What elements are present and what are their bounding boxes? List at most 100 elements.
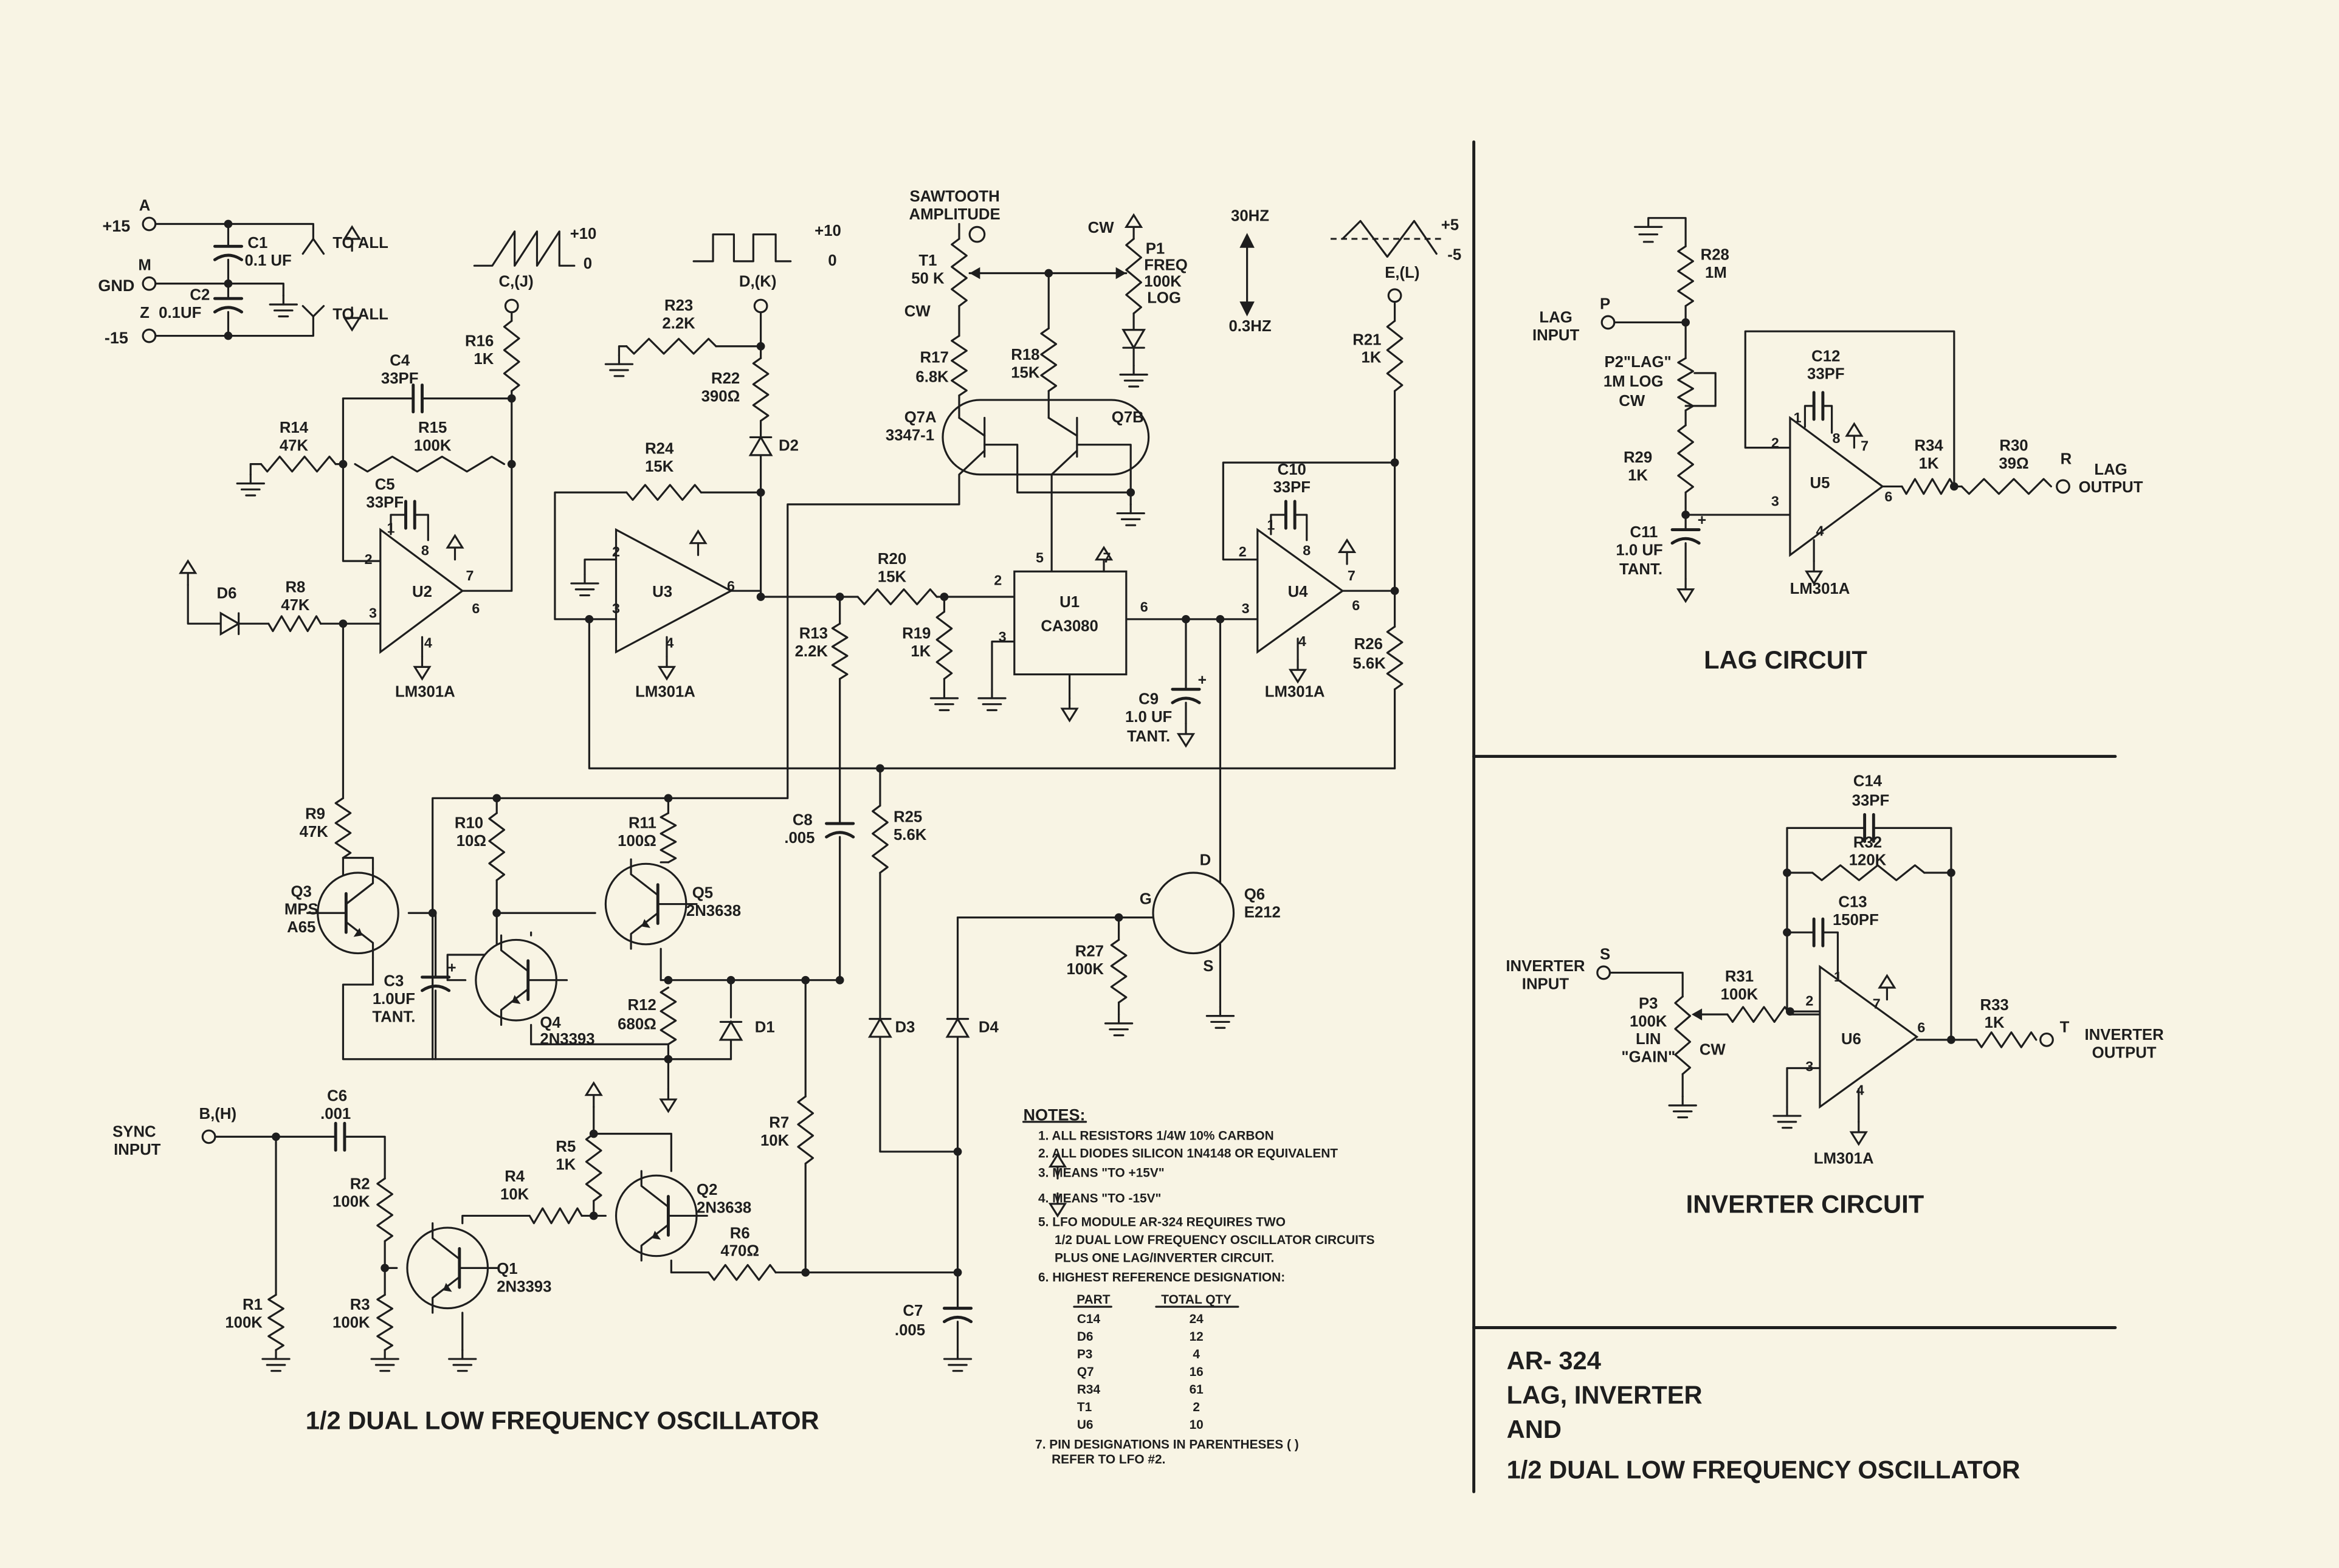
transistor-collector <box>432 1222 461 1260</box>
wire <box>1872 827 1952 1041</box>
label-waveforms-freq_lo: 0.3HZ <box>1228 318 1271 335</box>
label-lfo-u2-0: U2 <box>412 583 432 600</box>
label-lfo-r16-1: 1K <box>474 351 494 368</box>
ground-icon <box>1772 1106 1802 1129</box>
q1-transistor <box>406 1222 500 1314</box>
arrow-head <box>659 1098 678 1113</box>
part-cell: P3 <box>1077 1347 1093 1361</box>
q5-transistor <box>604 858 698 950</box>
emitter-arrow <box>511 995 521 1004</box>
arrow-head <box>1676 588 1695 603</box>
wire <box>804 1162 959 1274</box>
label-lfo-r26-1: 5.6K <box>1352 655 1386 672</box>
wire <box>342 856 374 870</box>
r4-resistor <box>528 1207 583 1225</box>
r29-resistor <box>1677 424 1694 493</box>
junction-dot <box>940 593 949 601</box>
label-lfo-r3-0: R3 <box>350 1296 370 1313</box>
label-lfo-c4-0: C4 <box>390 352 410 370</box>
p2-lag-pot <box>1677 357 1694 411</box>
label-inverter-u6pins-4: 6 <box>1917 1020 1925 1036</box>
arrow-head <box>1337 538 1357 553</box>
wire <box>154 222 314 240</box>
r31-resistor <box>1726 1006 1791 1023</box>
label-waveforms-e_pin: E,(L) <box>1385 264 1419 281</box>
components: +++ <box>142 213 2070 1372</box>
label-lfo-r18-1: 15K <box>1011 364 1040 381</box>
label-inverter-u6pins-3: 3 <box>1805 1058 1813 1074</box>
resistor-zigzag <box>376 1177 394 1242</box>
r3-resistor <box>376 1293 394 1351</box>
ground-icon <box>604 354 634 377</box>
q2-transistor <box>615 1170 708 1262</box>
label-inverter-input-1: INPUT <box>1522 975 1569 992</box>
label-notes-table_headers-1: TOTAL QTY <box>1161 1293 1232 1307</box>
label-lfo-u2pins-3: 1 <box>387 520 394 535</box>
label-inverter-input-0: INVERTER <box>1506 958 1585 975</box>
c7-capacitor <box>942 1307 973 1324</box>
junction-dot <box>492 794 501 803</box>
r32-resistor <box>1811 864 1926 881</box>
c5-capacitor <box>404 500 416 530</box>
label-lfo-p1-2: FREQ <box>1144 257 1188 274</box>
resistor-zigzag <box>1040 327 1058 392</box>
junction-dot <box>428 909 437 918</box>
transistor-emitter <box>640 1223 670 1262</box>
resistor-zigzag <box>376 1293 394 1351</box>
label-lfo-r13-1: 2.2K <box>795 643 828 660</box>
capacitor-plate <box>1171 696 1201 704</box>
label-inverter-input-2: S <box>1600 946 1610 963</box>
resistor-zigzag <box>1726 1006 1791 1023</box>
label-lfo-q7-1: 3347-1 <box>886 427 934 444</box>
junction-dot <box>835 975 844 985</box>
u3-opamp <box>615 528 733 654</box>
arrow-head <box>343 317 362 332</box>
plus15-arrow-icon <box>1048 1152 1067 1180</box>
r9-resistor <box>334 797 352 859</box>
label-inverter-c13-1: 150PF <box>1833 912 1879 929</box>
diode-triangle <box>718 1020 743 1041</box>
junction-dot <box>756 593 765 601</box>
junction-dot <box>492 909 501 918</box>
minus15-arrow-icon <box>657 655 677 681</box>
junction-dot <box>1681 318 1690 327</box>
q7-dual-transistor-package <box>942 399 1150 476</box>
minus15-arrow-icon <box>1288 658 1307 684</box>
label-lag-r29-1: 1K <box>1628 467 1648 484</box>
label-lfo-r10-1: 10Ω <box>456 833 486 850</box>
label-inverter-c13-0: C13 <box>1838 893 1867 910</box>
label-lag-r34-0: R34 <box>1915 438 1944 455</box>
arrow-head <box>657 665 677 681</box>
label-power-c1v: 0.1 UF <box>244 252 291 269</box>
arrow-down-icon <box>1239 301 1255 317</box>
part-cell: R34 <box>1077 1383 1101 1397</box>
output-c-terminal <box>504 298 519 314</box>
minus15-arrow-icon <box>1060 697 1079 723</box>
label-lfo-q5-0: Q5 <box>692 885 713 902</box>
resistor-zigzag <box>585 1132 602 1202</box>
resistor-zigzag <box>1811 864 1926 881</box>
label-lfo-u4-0: U4 <box>1288 583 1309 600</box>
label-waveforms-d_pin: D,(K) <box>739 273 777 291</box>
ground-icon <box>943 1349 973 1372</box>
emitter-arrow <box>652 1230 661 1240</box>
junction-dot <box>1681 511 1690 519</box>
wire <box>958 416 986 437</box>
emitter-arrow <box>443 1282 452 1292</box>
r30-resistor <box>1960 478 2052 495</box>
junction-dot <box>1949 482 1958 491</box>
label-lfo-u4pins-6: 4 <box>1298 633 1306 649</box>
arrow-head <box>1048 1152 1067 1168</box>
label-lfo-r12-1: 680Ω <box>618 1016 656 1033</box>
r23-resistor <box>625 337 717 355</box>
label-power-c2v: 0.1UF <box>159 304 201 322</box>
label-power-z: Z <box>140 304 150 322</box>
junction-dot <box>876 764 884 773</box>
r7-resistor <box>797 1095 815 1165</box>
r28-resistor <box>1677 245 1694 308</box>
wire <box>342 397 382 562</box>
junction-dot <box>272 1132 280 1141</box>
minus15-arrow-icon <box>659 1088 678 1113</box>
label-inverter-r33-1: 1K <box>1985 1014 2005 1031</box>
resistor-zigzag <box>1125 238 1142 315</box>
